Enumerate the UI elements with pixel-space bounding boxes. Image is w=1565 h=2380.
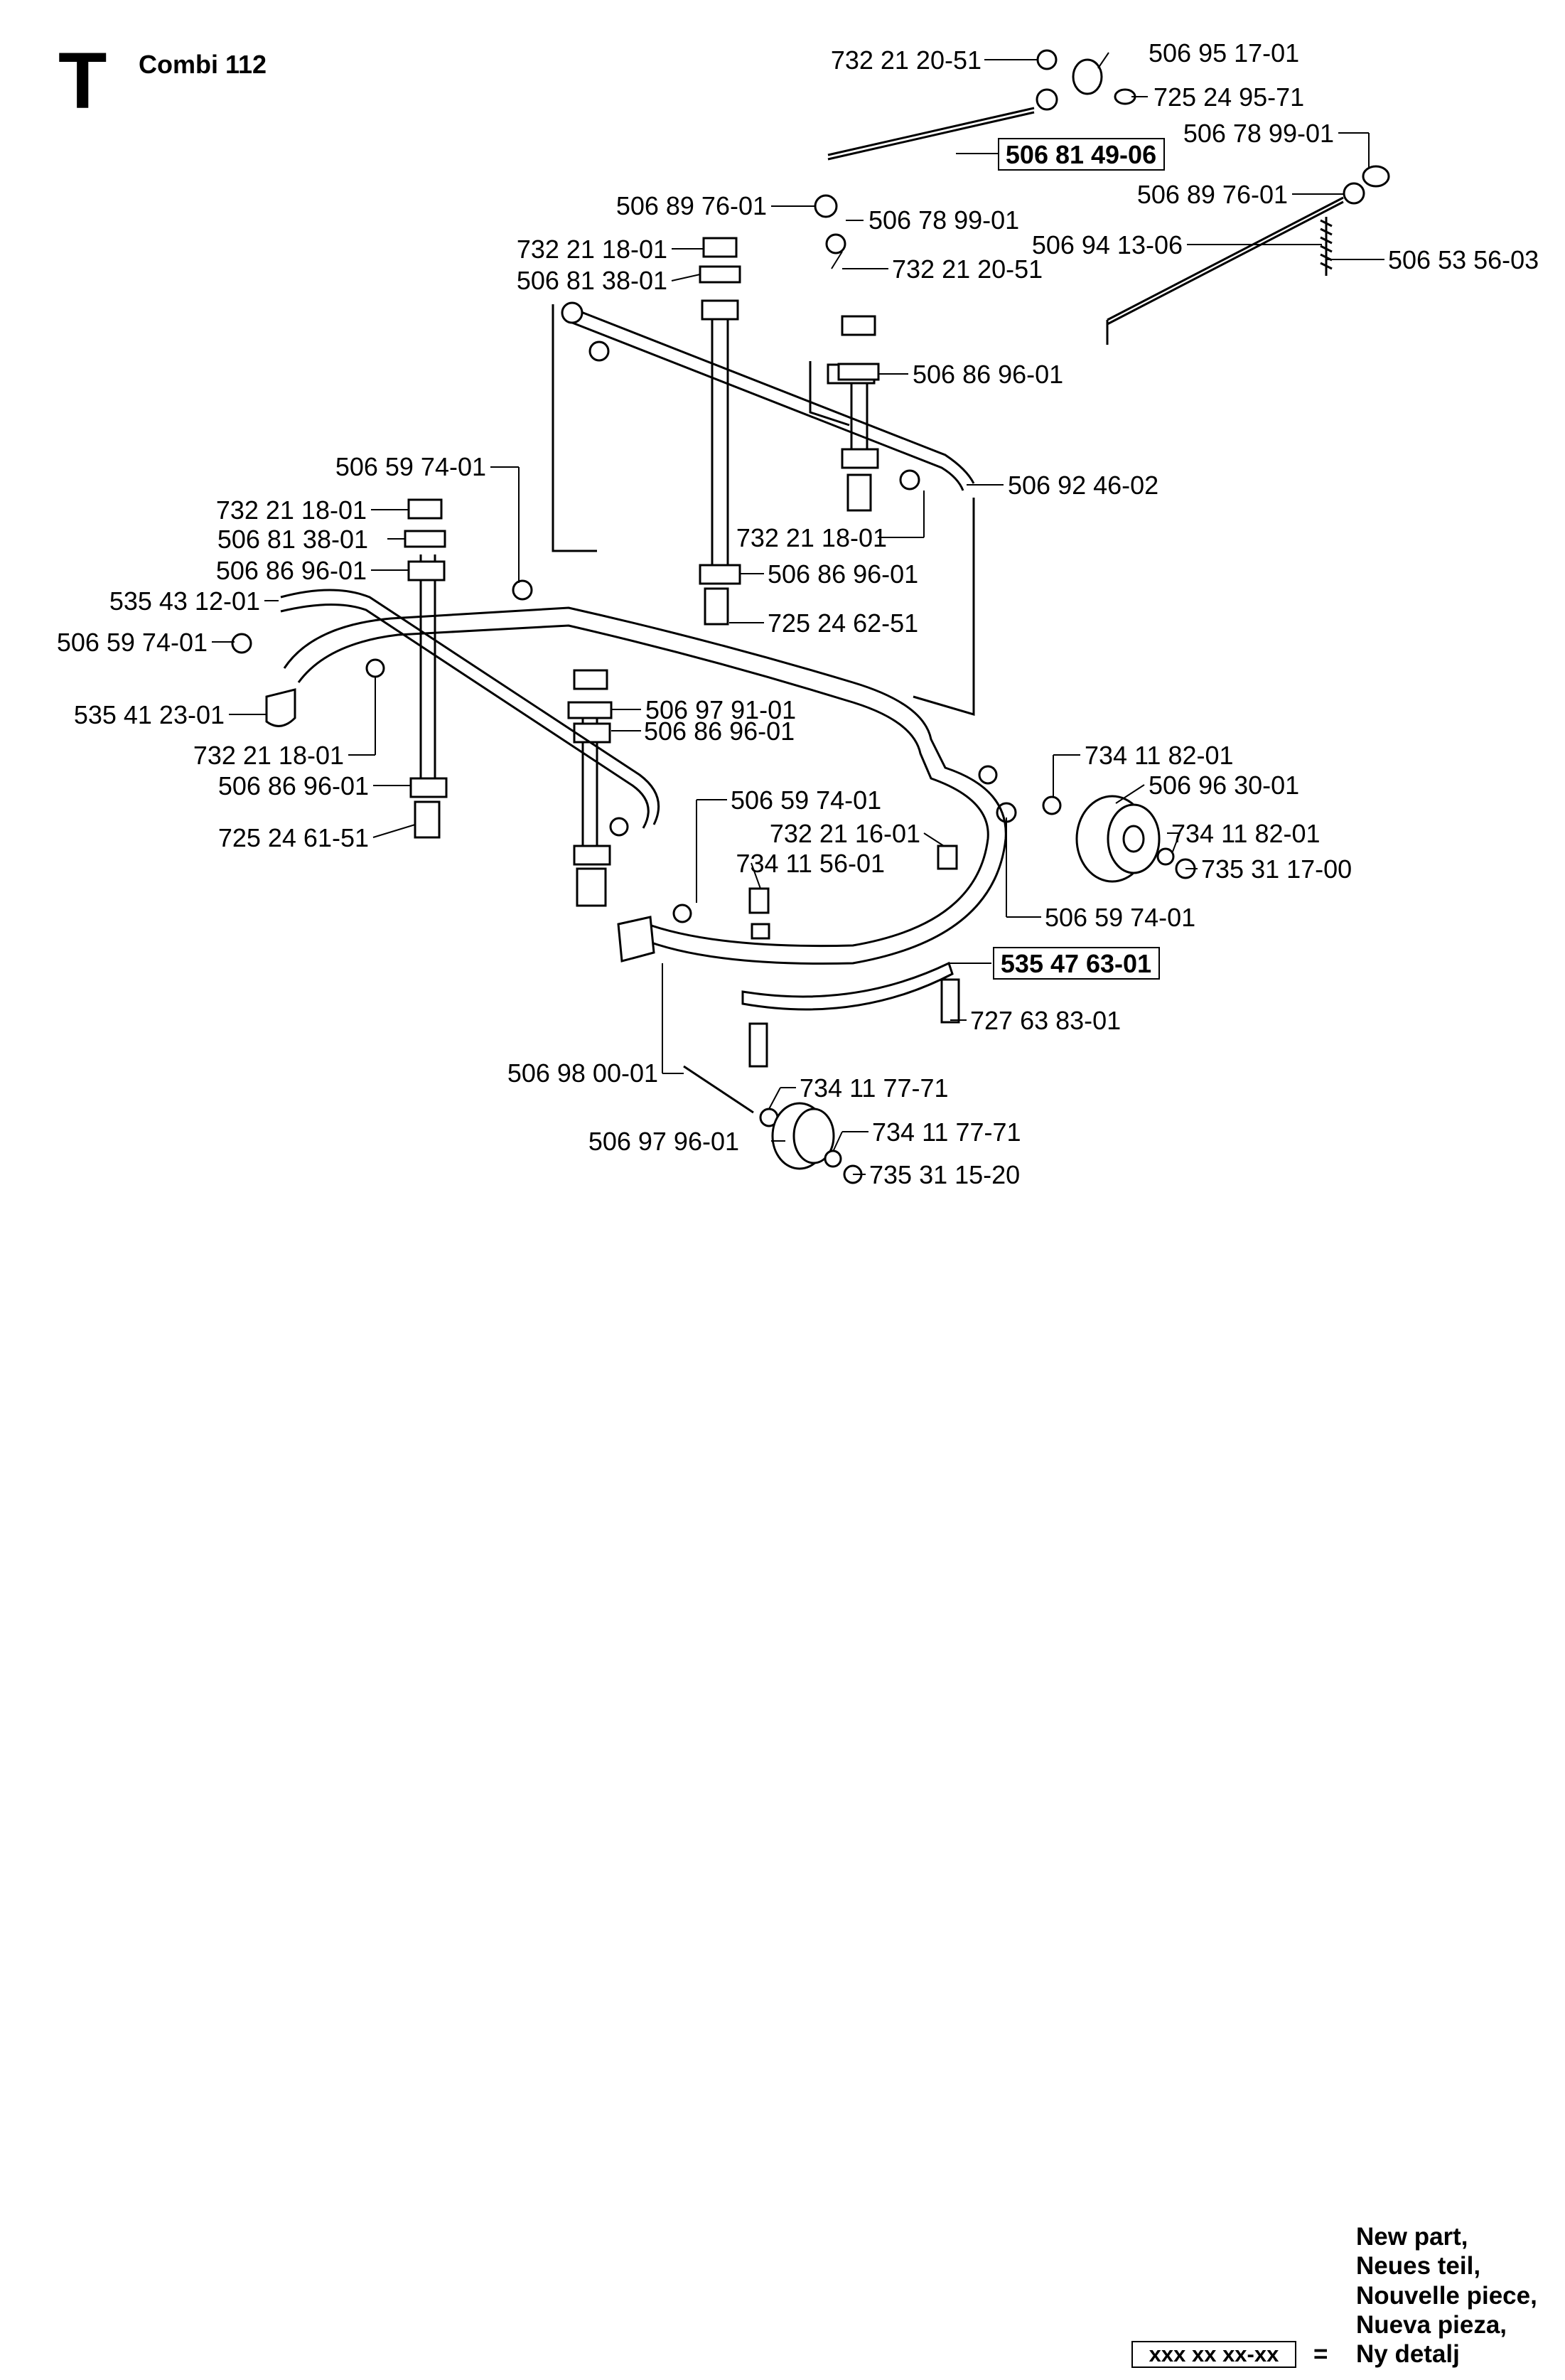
callout-506-92-46-02: 506 92 46-02 xyxy=(1008,471,1158,500)
callout-535-41-23-01: 535 41 23-01 xyxy=(74,700,225,729)
callout-506-86-96-01-lower: 506 86 96-01 xyxy=(218,771,369,800)
callout-732-21-18-01-mid: 732 21 18-01 xyxy=(736,523,887,552)
callout-506-89-76-01-left: 506 89 76-01 xyxy=(616,191,767,220)
callout-506-81-38-01-top: 506 81 38-01 xyxy=(517,266,667,295)
section-letter: T xyxy=(58,36,107,125)
callout-535-43-12-01: 535 43 12-01 xyxy=(109,586,260,616)
leader-lines xyxy=(212,52,1384,1175)
legend-line-swedish: Ny detalj xyxy=(1356,2340,1460,2369)
callout-506-86-96-01-center: 506 86 96-01 xyxy=(644,717,795,746)
callout-735-31-17-00: 735 31 17-00 xyxy=(1201,854,1352,884)
callout-732-21-18-01-top: 732 21 18-01 xyxy=(517,235,667,264)
part-callouts: 732 21 20-51 506 95 17-01 725 24 95-71 5… xyxy=(57,38,1539,1189)
callout-506-97-91-01: 506 97 91-01 xyxy=(645,695,796,724)
callout-727-63-83-01: 727 63 83-01 xyxy=(970,1006,1121,1035)
legend-equals-sign: = xyxy=(1313,2340,1328,2368)
parts-drawing xyxy=(231,49,1390,1184)
callout-506-96-30-01: 506 96 30-01 xyxy=(1149,771,1299,800)
callout-506-98-00-01: 506 98 00-01 xyxy=(507,1058,658,1088)
callout-725-24-62-51: 725 24 62-51 xyxy=(768,609,918,638)
legend-part-number-box: xxx xx xx-xx xyxy=(1131,2341,1296,2368)
callout-506-78-99-01-left: 506 78 99-01 xyxy=(868,205,1019,235)
callout-732-21-20-51: 732 21 20-51 xyxy=(831,45,982,75)
callout-725-24-95-71: 725 24 95-71 xyxy=(1153,82,1304,112)
callout-506-59-74-01-lower: 506 59 74-01 xyxy=(1045,903,1195,932)
callout-725-24-61-51: 725 24 61-51 xyxy=(218,823,369,852)
callout-506-81-38-01-left: 506 81 38-01 xyxy=(217,525,368,554)
callout-734-11-77-71-upper: 734 11 77-71 xyxy=(800,1073,949,1103)
callout-506-86-96-01-right: 506 86 96-01 xyxy=(913,360,1063,389)
callout-734-11-56-01: 734 11 56-01 xyxy=(736,849,885,878)
callout-535-47-63-01: 535 47 63-01 xyxy=(1001,949,1151,978)
callout-732-21-20-51-mid: 732 21 20-51 xyxy=(892,254,1043,284)
callout-506-86-96-01-left: 506 86 96-01 xyxy=(216,556,367,585)
callout-732-21-18-01-left: 732 21 18-01 xyxy=(216,495,367,525)
callout-506-94-13-06: 506 94 13-06 xyxy=(1032,230,1183,259)
callout-506-89-76-01-right: 506 89 76-01 xyxy=(1137,180,1288,209)
legend-line-spanish: Nueva pieza, xyxy=(1356,2310,1507,2339)
callout-506-59-74-01-left: 506 59 74-01 xyxy=(57,628,208,657)
legend-line-french: Nouvelle piece, xyxy=(1356,2281,1537,2310)
callout-506-86-96-01-mid: 506 86 96-01 xyxy=(768,559,918,589)
callout-506-78-99-01-top: 506 78 99-01 xyxy=(1183,119,1334,148)
callout-734-11-82-01-upper: 734 11 82-01 xyxy=(1085,741,1234,770)
callout-732-21-18-01-lower: 732 21 18-01 xyxy=(193,741,344,770)
model-title: Combi 112 xyxy=(139,50,267,79)
callout-734-11-77-71-lower: 734 11 77-71 xyxy=(872,1117,1021,1147)
callout-735-31-15-20: 735 31 15-20 xyxy=(869,1160,1020,1189)
callout-506-97-96-01: 506 97 96-01 xyxy=(588,1127,739,1156)
new-part-box-506-81-49-06 xyxy=(998,138,1165,171)
callout-506-53-56-03: 506 53 56-03 xyxy=(1388,245,1539,274)
legend-line-german: Neues teil, xyxy=(1356,2252,1481,2280)
callout-734-11-82-01-lower: 734 11 82-01 xyxy=(1171,819,1321,848)
new-part-box-535-47-63-01 xyxy=(993,947,1160,980)
callout-506-59-74-01-upper: 506 59 74-01 xyxy=(335,452,486,481)
callout-506-95-17-01: 506 95 17-01 xyxy=(1149,38,1299,68)
callout-506-59-74-01-center: 506 59 74-01 xyxy=(731,786,881,815)
legend-line-english: New part, xyxy=(1356,2223,1468,2251)
callout-732-21-16-01: 732 21 16-01 xyxy=(770,819,920,848)
new-part-legend-text: New part, Neues teil, Nouvelle piece, Nu… xyxy=(1356,2222,1537,2369)
callout-506-81-49-06: 506 81 49-06 xyxy=(1006,140,1156,169)
